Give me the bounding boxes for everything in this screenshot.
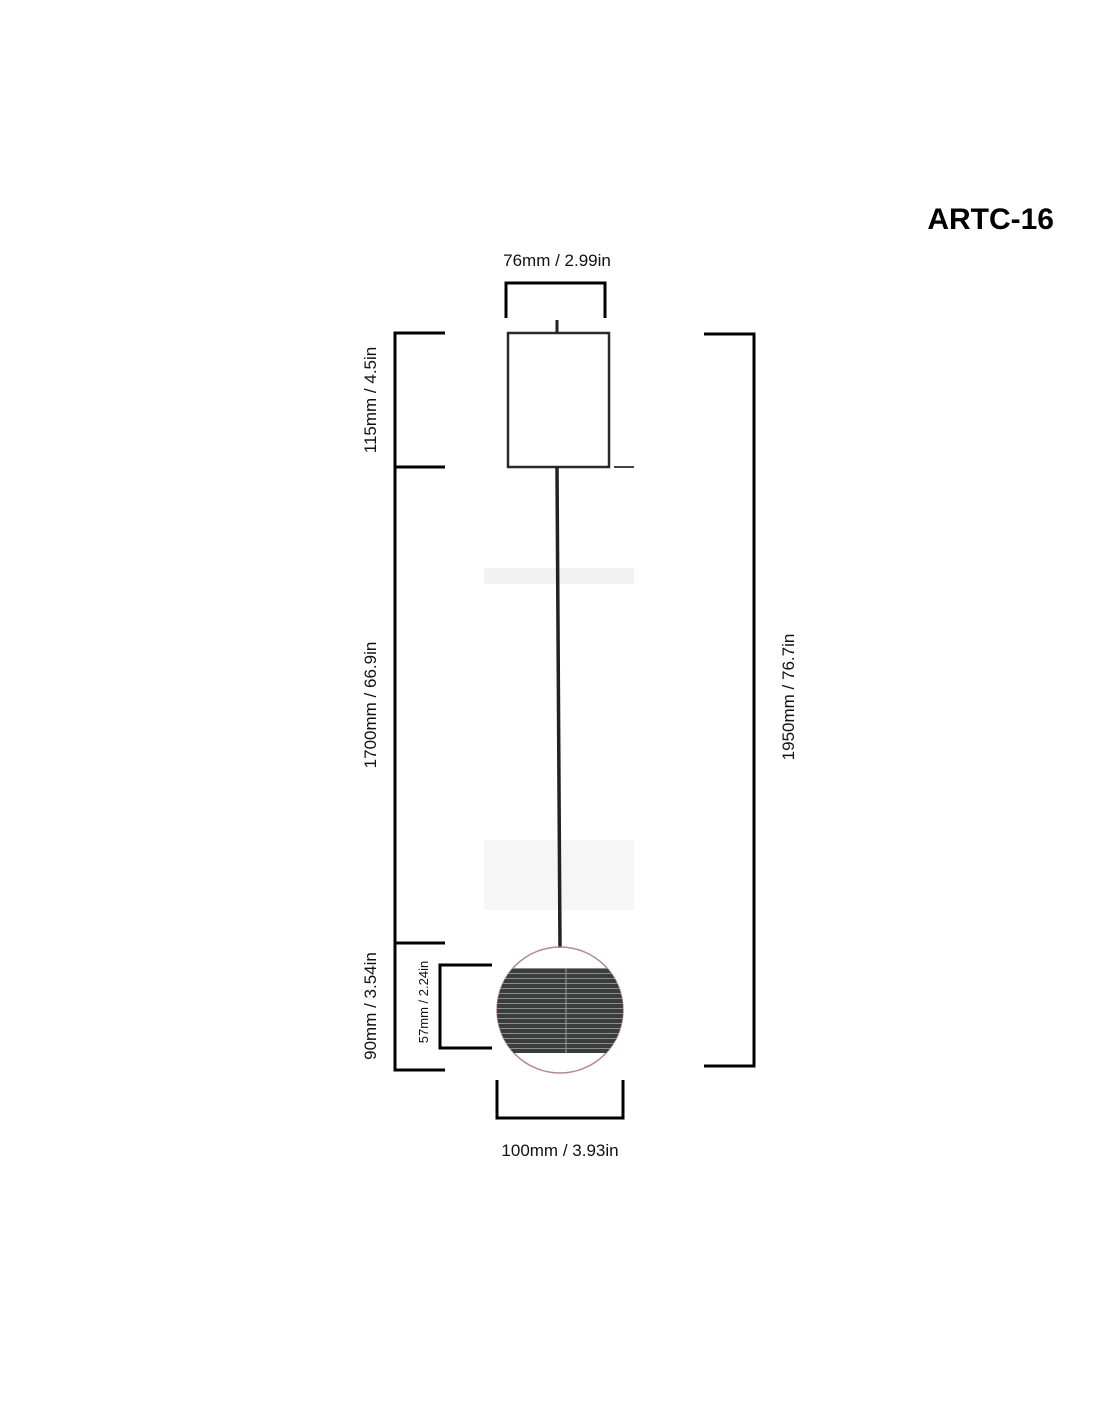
band-height-bracket bbox=[438, 963, 492, 1050]
height-bracket-left bbox=[393, 331, 445, 1072]
shade-width-label: 100mm / 3.93in bbox=[501, 1141, 618, 1160]
shade-band bbox=[497, 968, 623, 1053]
product-title: ARTC-16 bbox=[927, 203, 1054, 236]
total-height-bracket bbox=[704, 332, 756, 1068]
canopy-width-label: 76mm / 2.99in bbox=[503, 251, 611, 270]
canopy-width-bracket bbox=[504, 281, 607, 318]
canopy bbox=[506, 331, 611, 469]
canopy-height-label: 115mm / 4.5in bbox=[361, 347, 380, 453]
cord-length-label: 1700mm / 66.9in bbox=[361, 642, 380, 769]
band-height-label: 57mm / 2.24in bbox=[416, 961, 431, 1043]
shade-width-bracket bbox=[495, 1080, 625, 1120]
shade-height-label: 90mm / 3.54in bbox=[361, 952, 380, 1060]
cord bbox=[555, 466, 562, 949]
total-height-label: 1950mm / 76.7in bbox=[779, 634, 798, 761]
